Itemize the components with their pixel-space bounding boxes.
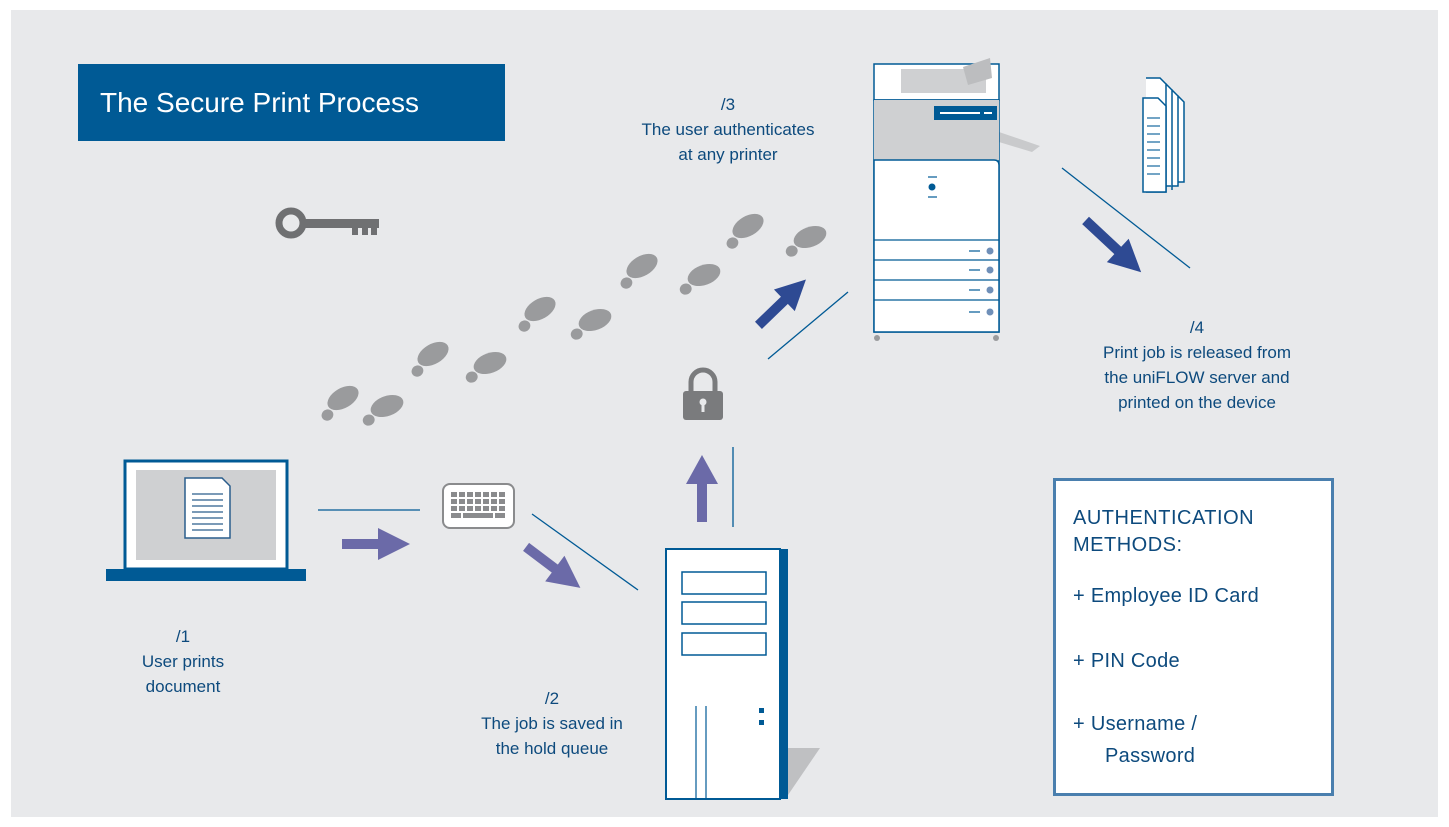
step-number: /2 [544, 689, 560, 708]
document-icon [184, 477, 231, 539]
step-3-label: /3 The user authenticates at any printer [598, 92, 858, 167]
step-text-line: at any printer [678, 145, 778, 164]
authentication-methods-heading: AUTHENTICATION METHODS: [1073, 505, 1323, 559]
heading-line: AUTHENTICATION [1073, 507, 1255, 529]
flow-arrows [342, 455, 718, 588]
authentication-methods-box: AUTHENTICATION METHODS: + Employee ID Ca… [1053, 478, 1334, 796]
step-4-label: /4 Print job is released from the uniFLO… [1052, 315, 1342, 415]
arrow-down-right [523, 542, 581, 588]
arrow-up [686, 455, 718, 522]
step-text-line: The user authenticates [641, 120, 815, 139]
method-username-password: + Username / Password [1073, 708, 1197, 772]
title-banner: The Secure Print Process [78, 64, 505, 141]
lock-icon [683, 367, 723, 420]
flow-arrows-dark [754, 216, 1142, 329]
document-stack-icon [1142, 77, 1185, 193]
footprints-icon [313, 208, 831, 428]
step-text-line: the uniFLOW server and [1104, 368, 1290, 387]
step-number: /4 [1189, 318, 1205, 337]
server-icon [665, 548, 820, 800]
keyboard-icon [442, 483, 515, 529]
method-employee-id-card: + Employee ID Card [1073, 585, 1260, 607]
arrow-right [342, 528, 410, 560]
step-number: /3 [720, 95, 736, 114]
step-text-line: The job is saved in [481, 714, 623, 733]
printer-icon [873, 58, 1040, 341]
step-2-label: /2 The job is saved in the hold queue [442, 686, 662, 761]
method-line: + Username / [1073, 713, 1198, 735]
heading-line: METHODS: [1073, 534, 1183, 556]
method-line: Password [1105, 745, 1196, 767]
step-text-line: the hold queue [495, 739, 609, 758]
key-icon [275, 207, 379, 239]
page-title: The Secure Print Process [100, 87, 420, 118]
connector-lines [318, 167, 1191, 591]
step-text-line: printed on the device [1118, 393, 1276, 412]
step-text-line: document [145, 677, 221, 696]
step-1-label: /1 User prints document [58, 624, 308, 699]
step-text-line: Print job is released from [1102, 343, 1292, 362]
step-text-line: User prints [141, 652, 225, 671]
arrow-up-right [754, 279, 806, 329]
arrow-down-right-dark [1082, 216, 1142, 273]
method-pin-code: + PIN Code [1073, 650, 1180, 672]
step-number: /1 [175, 627, 191, 646]
